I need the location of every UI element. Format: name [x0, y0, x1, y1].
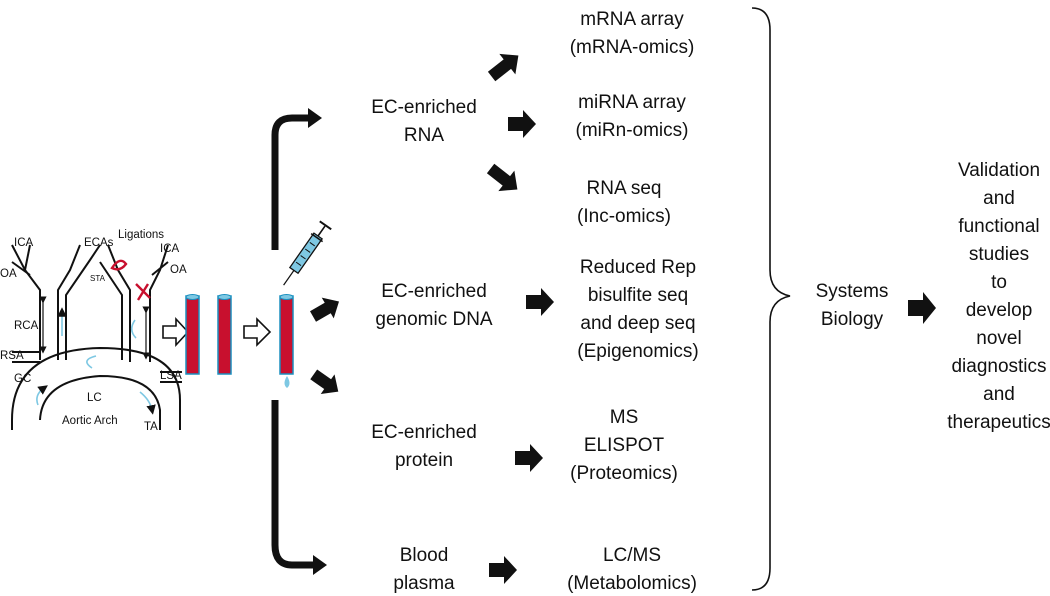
label-ta: TA [144, 421, 158, 433]
omics-rnaseq: RNA seq(Inc-omics) [577, 178, 671, 227]
arrow-to-dna [310, 297, 339, 322]
arrow-to-mrna [487, 53, 519, 82]
solid-arrows [310, 53, 936, 584]
syringe-icon [283, 220, 332, 286]
arrow-to-epigenomics [526, 288, 554, 316]
ligation-range-markers [39, 296, 150, 360]
omics-metabolomics: LC/MS(Metabolomics) [567, 545, 697, 594]
split-bracket-heads [308, 108, 327, 575]
carotid-ligation-schematic [11, 244, 182, 430]
curly-brace [751, 7, 791, 591]
vessel-flushed [279, 295, 294, 375]
label-ligations: Ligations [118, 229, 165, 241]
label-oa-left: OA [0, 268, 17, 280]
blood-flow-arrows [36, 307, 156, 415]
label-ica-right: ICA [160, 243, 180, 255]
label-sta: STA [90, 274, 105, 283]
omics-mrna: mRNA array(mRNA-omics) [569, 9, 695, 58]
arrow-to-metabolomics [489, 556, 517, 584]
isolated-vessels [185, 294, 294, 388]
hollow-arrow-1 [162, 316, 190, 348]
label-lsa: LSA [160, 370, 182, 382]
label-gc: GC [14, 373, 32, 385]
process-arrows [162, 316, 272, 348]
label-rsa: RSA [0, 350, 24, 362]
label-oa-right: OA [170, 264, 187, 276]
arrow-to-mirna [508, 110, 536, 138]
arrow-to-validation [908, 292, 936, 324]
label-ecas: ECAs [84, 237, 114, 249]
label-lc: LC [87, 392, 102, 404]
hollow-arrow-2 [243, 317, 272, 347]
arrow-to-protein [310, 369, 339, 394]
label-ica-left: ICA [14, 237, 34, 249]
ligation-marks [110, 259, 151, 301]
vessel-2 [217, 295, 232, 375]
label-rca: RCA [14, 320, 39, 332]
omics-mirna: miRNA array(miRn-omics) [575, 92, 689, 141]
arrow-to-proteomics [515, 444, 543, 472]
split-bracket [271, 114, 315, 569]
label-aortic-arch: Aortic Arch [62, 415, 118, 427]
droplet [284, 376, 290, 388]
vessel-1 [185, 295, 200, 375]
arrow-to-rnaseq [486, 163, 518, 192]
